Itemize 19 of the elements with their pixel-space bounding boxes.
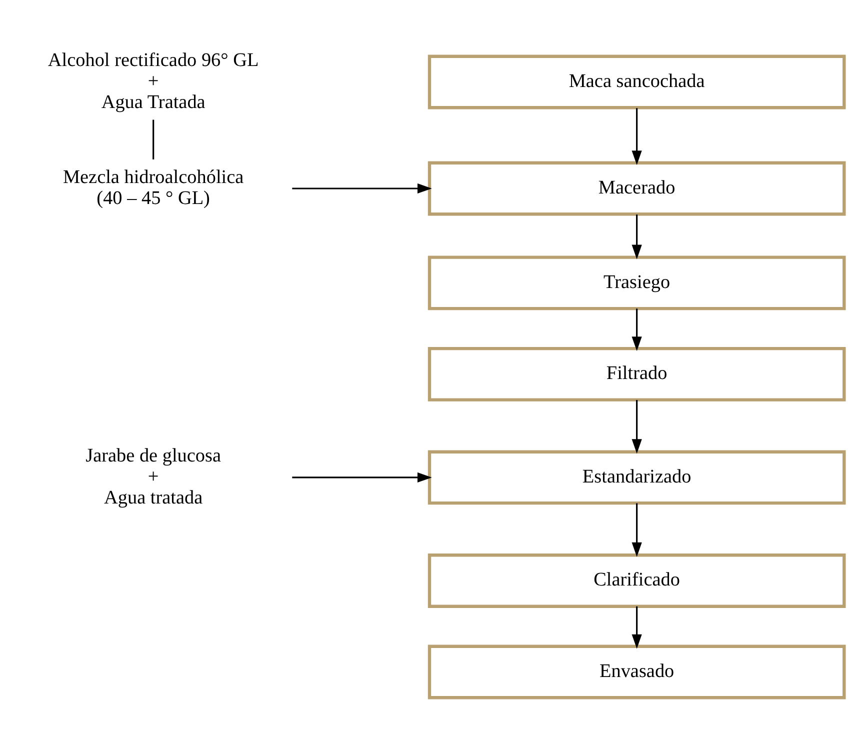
node-text: Alcohol rectificado 96° GL + Agua Tratada <box>48 50 259 113</box>
node-box: Macerado <box>428 161 846 216</box>
node-text: Jarabe de glucosa + Agua tratada <box>86 446 222 508</box>
arrow <box>292 183 432 194</box>
node-box: Maca sancochada <box>428 54 846 110</box>
arrow <box>632 606 642 649</box>
arrow <box>632 503 642 557</box>
node-text: Mezcla hidroalcohólica (40 – 45 ° GL) <box>62 167 244 209</box>
arrow <box>292 472 432 483</box>
arrow <box>632 108 642 165</box>
arrow <box>632 214 642 260</box>
arrow <box>632 308 642 351</box>
arrow <box>632 400 642 454</box>
node-box: Estandarizado <box>428 450 846 505</box>
connector <box>152 120 154 160</box>
node-box: Filtrado <box>428 346 846 402</box>
node-box: Envasado <box>428 644 846 700</box>
node-box: Clarificado <box>428 554 846 608</box>
node-box: Trasiego <box>428 256 846 310</box>
